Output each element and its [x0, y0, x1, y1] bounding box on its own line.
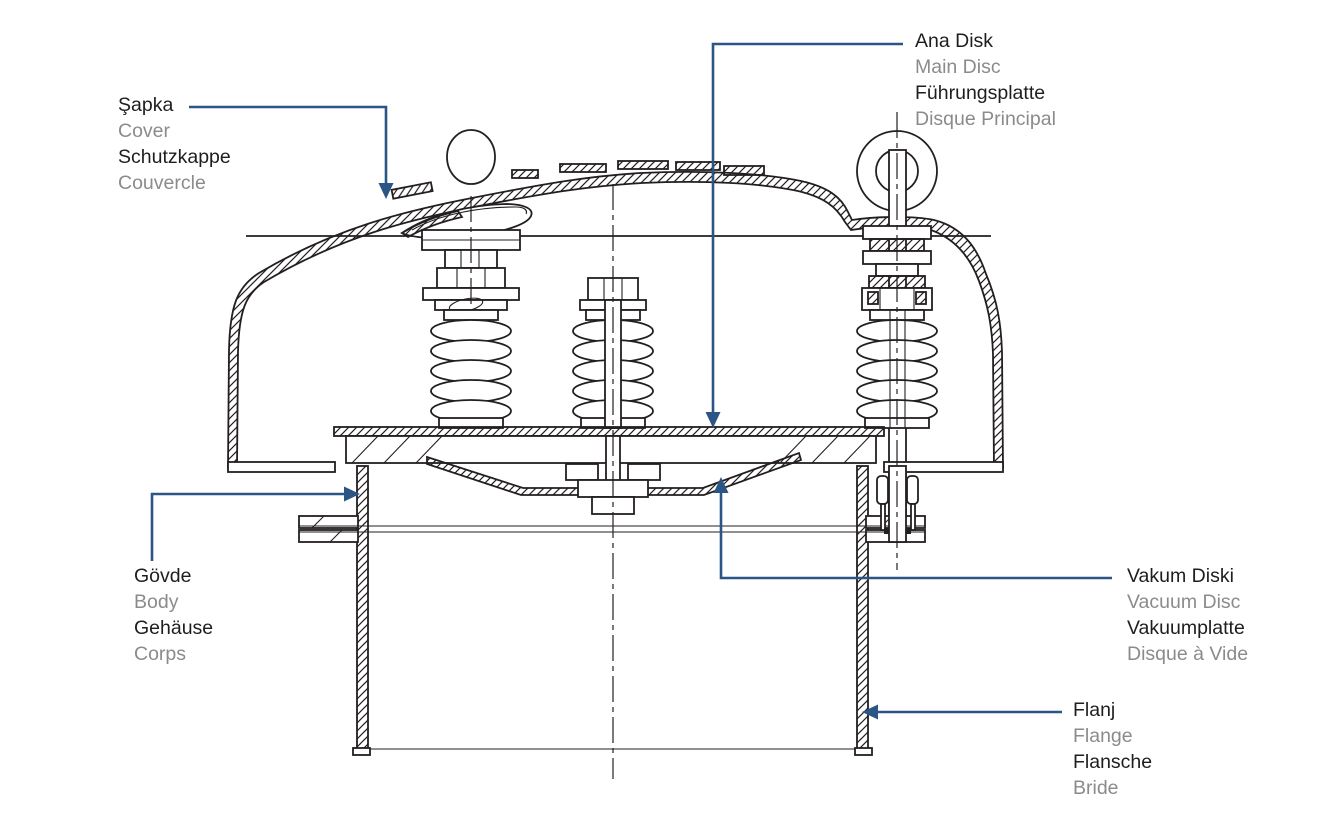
vacuum-disc-label-tr: Vakum Diski [1127, 565, 1234, 587]
cover-label-en: Cover [118, 120, 171, 142]
flange-label-en: Flange [1073, 725, 1133, 747]
body-label-en: Body [134, 591, 179, 613]
vacuum-disc-label-fr: Disque à Vide [1127, 643, 1249, 665]
body-label: Gövde Body Gehäuse Corps [134, 563, 213, 667]
body-label-de: Gehäuse [134, 617, 214, 639]
arrow-down-icon [705, 412, 721, 428]
body-label-tr: Gövde [134, 565, 192, 587]
leader-vacuum-disc [713, 477, 1112, 580]
cover-label: Şapka Cover Schutzkappe Couvercle [118, 92, 231, 196]
vacuum-disc-label: Vakum Diski Vacuum Disc Vakuumplatte Dis… [1127, 563, 1248, 667]
main-disc-label-en: Main Disc [915, 56, 1001, 78]
flange-label-de: Flansche [1073, 751, 1153, 773]
leader-cover [189, 105, 394, 199]
cover-bottom-rim [227, 461, 1004, 473]
flange-label-fr: Bride [1073, 777, 1119, 799]
vacuum-disc-label-de: Vakuumplatte [1127, 617, 1245, 639]
flange-label: Flanj Flange Flansche Bride [1073, 697, 1152, 801]
leader-flange [862, 704, 1062, 720]
right-rod-through-bellows [889, 310, 906, 428]
flange-label-tr: Flanj [1073, 699, 1116, 721]
leader-main-disc [705, 42, 903, 428]
cover-label-de: Schutzkappe [118, 146, 231, 168]
cover-label-tr: Şapka [118, 94, 174, 116]
flange-ring [298, 515, 926, 543]
arrow-right-icon [344, 486, 360, 502]
cover-label-fr: Couvercle [118, 172, 206, 194]
main-disc-label-de: Führungsplatte [915, 82, 1046, 104]
main-disc-label: Ana Disk Main Disc Führungsplatte Disque… [915, 28, 1056, 132]
vacuum-disc-label-en: Vacuum Disc [1127, 591, 1241, 613]
main-disc-label-fr: Disque Principal [915, 108, 1056, 130]
bellows-left [430, 309, 512, 429]
leader-body [150, 486, 360, 561]
arrow-up-icon [713, 477, 729, 493]
cover-knob [446, 129, 496, 185]
arrow-down-icon [378, 183, 394, 199]
body-label-fr: Corps [134, 643, 187, 665]
cover-shell [227, 160, 1004, 469]
centerlines [470, 112, 898, 779]
main-disc-label-tr: Ana Disk [915, 30, 994, 52]
arrow-left-icon [862, 704, 878, 720]
